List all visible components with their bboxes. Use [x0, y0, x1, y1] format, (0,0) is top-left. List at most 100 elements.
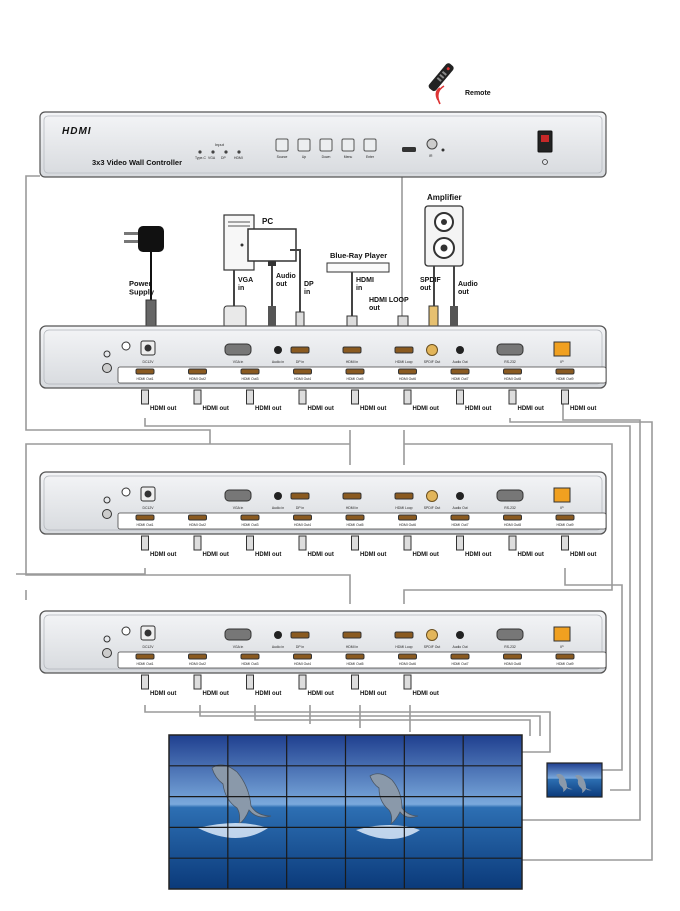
hdmi-out-port-label: HDMI Out4: [294, 377, 311, 381]
hdmi-plug-icon: [141, 674, 149, 690]
blu-ray-player: Blue-Ray Player: [326, 251, 409, 331]
rs-232-port: [496, 628, 524, 641]
hdmi-out-port-label: HDMI Out2: [189, 523, 206, 527]
hdmi-out-label: HDMI out: [570, 552, 596, 558]
input-led-icon: [211, 150, 215, 154]
front-button-up[interactable]: [297, 138, 311, 152]
input-indicator-label: VGA: [208, 156, 216, 160]
input-indicator-label: HDMI: [234, 156, 243, 160]
input-led-icon: [224, 150, 228, 154]
port-label: Audio in: [272, 645, 284, 649]
hdmi-loop-port: [394, 631, 414, 639]
hdmi-in-port: [342, 346, 362, 354]
hdmi-plug-icon: [403, 674, 412, 690]
ip-port: [553, 626, 571, 642]
amplifier: Amplifier: [424, 193, 464, 329]
port-label: IP: [560, 506, 564, 510]
controller-logo: HDMI: [62, 126, 92, 137]
pc-label: PC: [262, 217, 273, 226]
hdmi-out-label: HDMI out: [203, 406, 229, 412]
hdmi-plug-icon: [403, 389, 412, 405]
port-label: HDMI in: [346, 360, 358, 364]
spdif-out-port: [426, 629, 438, 641]
hdmi-out-port: [555, 514, 575, 521]
ground-icon: [103, 350, 111, 358]
remote-control: Remote: [428, 63, 491, 105]
front-button-enter[interactable]: [363, 138, 377, 152]
front-button-menu[interactable]: [341, 138, 355, 152]
audio-in-port: [274, 492, 282, 500]
front-button-source[interactable]: [275, 138, 289, 152]
hdmi-out-port-label: HDMI Out9: [557, 377, 574, 381]
hdmi-plug-icon: [246, 535, 254, 551]
rs-232-port: [496, 343, 524, 356]
input-indicator-label: Type-C: [195, 156, 206, 160]
wall-grid: [169, 735, 522, 889]
hdmi-loop-port: [394, 346, 414, 354]
port-label: VGA in: [233, 506, 244, 510]
hdmi-out-port-label: HDMI Out5: [347, 377, 364, 381]
remote-icon: [428, 63, 454, 92]
hdmi-out-port-label: HDMI Out3: [242, 662, 259, 666]
port-label: DC12V: [143, 506, 155, 510]
hdmi-out-label: HDMI out: [360, 691, 386, 697]
hdmi-out-port: [555, 368, 575, 375]
port-label: DP in: [296, 506, 304, 510]
port-label: RS-232: [504, 360, 516, 364]
input-indicator-label: DP: [221, 156, 226, 160]
hdmi-out-port-label: HDMI Out9: [557, 662, 574, 666]
video-wall: [168, 734, 523, 890]
hdmi-plug-icon: [246, 674, 254, 690]
ground-screw-icon: [102, 363, 112, 373]
hdmi-out-port: [135, 653, 155, 660]
hdmi-out-label: HDMI out: [465, 406, 491, 412]
port-label: HDMI Loop: [395, 360, 412, 364]
hdmi-plug-icon: [298, 535, 307, 551]
hdmi-out-port: [450, 653, 470, 660]
hdmi-plug-icon: [193, 674, 202, 690]
hdmi-out-port: [293, 368, 312, 375]
rear-panels: DC12V VGA in Audio in DP in HDMI in HDMI Loop…: [39, 325, 607, 697]
hdmi-out-label: HDMI out: [570, 406, 596, 412]
hdmi-out-port-label: HDMI Out2: [189, 662, 206, 666]
hdmi-out-port-label: HDMI Out1: [137, 662, 154, 666]
hdmi-plug-icon: [141, 389, 149, 405]
hdmi-out-label: HDMI out: [308, 552, 334, 558]
hdmi-plug-icon: [351, 389, 359, 405]
audio-in-port: [274, 631, 282, 639]
vga-in-port: [224, 343, 252, 356]
port-label: DC12V: [143, 645, 155, 649]
input-group-label: Input: [215, 142, 225, 147]
spdif-out-port: [426, 344, 438, 356]
hdmi-out-label: HDMI out: [255, 691, 281, 697]
port-label: HDMI Loop: [395, 506, 412, 510]
hdmi-out-port: [135, 368, 155, 375]
hdmi-loop-port: [394, 492, 414, 500]
hdmi-out-port-label: HDMI Out8: [504, 377, 521, 381]
front-button-label: Enter: [366, 155, 375, 159]
front-button-down[interactable]: [319, 138, 333, 152]
hdmi-plug-icon: [298, 674, 307, 690]
hdmi-out-label: HDMI out: [360, 406, 386, 412]
port-label: HDMI Loop: [395, 645, 412, 649]
hdmi-out-port: [450, 368, 470, 375]
hdmi-plug-icon: [561, 535, 569, 551]
hdmi-out-port: [135, 514, 155, 521]
usb-port: [402, 147, 416, 152]
hdmi-out-port: [345, 653, 365, 660]
hdmi-plug-icon: [193, 535, 202, 551]
port-label: DP in: [296, 360, 304, 364]
port-label: RS-232: [504, 506, 516, 510]
pc-monitor-icon: [247, 228, 297, 262]
hdmi-plug-icon: [508, 389, 517, 405]
port-label: SPDIF Out: [424, 645, 440, 649]
port-label: DC12V: [143, 360, 155, 364]
amplifier-label: Amplifier: [427, 193, 462, 202]
hdmi-out-port: [188, 514, 207, 521]
hdmi-out-port: [293, 653, 312, 660]
port-label: Audio in: [272, 360, 284, 364]
